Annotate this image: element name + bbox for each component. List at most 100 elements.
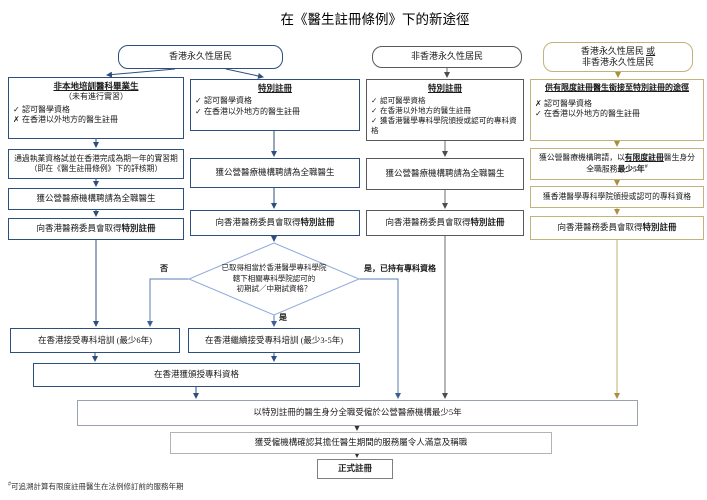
check-text: 認可醫學資格: [204, 96, 252, 106]
box-title: 供有限度註冊醫生銜接至特別註冊的途徑: [545, 83, 689, 92]
check-icon: ✓: [195, 96, 202, 106]
check-row: ✓在香港以外地方的醫生註冊: [371, 106, 519, 116]
page-title: 在《醫生註冊條例》下的新途徑: [280, 12, 470, 27]
check-text: 在香港以外地方的醫生註冊: [22, 115, 118, 125]
step-text-line1: 獲公營醫療機構聘請，以有限度註冊醫生身分: [539, 153, 695, 163]
header-line1-text: 香港永久性居民: [580, 45, 647, 56]
box-licensing-exam-internship: 通過執業資格試並在香港完成為期一年的實習期 （即在《醫生註冊條例》下的評核期）: [8, 149, 184, 179]
box-special-registration-pathway-col2: 特別註冊 ✓認可醫學資格 ✓在香港以外地方的醫生註冊: [190, 79, 360, 131]
check-row: ✓認可醫學資格: [13, 105, 179, 116]
step-text-pre: 向香港醫務委員會取得: [36, 223, 122, 234]
step-text-bold: 特別註冊: [121, 223, 156, 234]
footnote: #可追溯計算有限度註冊醫生在法例修訂前的服務年期: [8, 481, 184, 492]
header-or-text: 或: [646, 45, 656, 56]
qualification-list: ✓認可醫學資格 ✓在香港以外地方的醫生註冊: [195, 96, 355, 117]
step-text-mid: 醫生身分: [663, 153, 695, 163]
check-text: 認可醫學資格: [544, 98, 592, 108]
check-row: ✓認可醫學資格: [371, 96, 519, 106]
box-employed-fulltime-col3: 獲公營醫療機構聘請為全職醫生: [366, 158, 524, 190]
check-row: ✓在香港以外地方的醫生註冊: [535, 109, 699, 120]
box-special-registration-col1: 向香港醫務委員會取得特別註冊: [8, 218, 184, 240]
decision-line2: 轄下相關專科學院認可的: [232, 273, 316, 283]
box-title: 非本地培訓醫科畢業生: [53, 81, 139, 91]
step-text-bold: 特別註冊: [470, 217, 505, 228]
step-text: 向香港醫務委員會取得特別註冊: [557, 222, 676, 233]
header-label: 非香港永久性居民: [410, 51, 483, 62]
header-non-hk-permanent-resident: 非香港永久性居民: [372, 46, 522, 68]
step-text: 獲香港醫學專科學院頒授或認可的專科資格: [542, 191, 692, 201]
check-row: ✓在香港以外地方的醫生註冊: [195, 107, 355, 118]
check-text: 獲香港醫學專科學院頒授或認可的專科資格: [371, 116, 517, 136]
footnote-marker: #: [644, 163, 648, 170]
box-limited-registration-service: 獲公營醫療機構聘請，以有限度註冊醫生身分 全職服務最少5年#: [530, 148, 704, 180]
box-nonlocal-graduate: 非本地培訓醫科畢業生 （未有進行實習） ✓認可醫學資格 ✗在香港以外地方的醫生註…: [8, 77, 184, 139]
step-text: 以特別註冊的醫生身分全職受僱於公營醫療機構最少5年: [253, 407, 462, 418]
box-specialist-training-6y: 在香港接受專科培訓 (最少6年): [10, 328, 180, 353]
header-line2: 非香港永久性居民: [581, 57, 654, 67]
box-employer-confirmation: 獲受僱機構確認其擔任醫生期間的服務屬令人滿意及稱職: [170, 432, 552, 454]
check-text: 認可醫學資格: [22, 104, 70, 114]
check-icon: ✓: [195, 106, 202, 116]
qualification-list: ✓認可醫學資格 ✓在香港以外地方的醫生註冊 ✓獲香港醫學專科學院頒授或認可的專科…: [371, 96, 519, 136]
decision-line1: 已取得相當於香港醫學專科學院: [221, 263, 327, 272]
box-full-registration: 正式註冊: [317, 459, 393, 479]
header-label: 香港永久性居民: [168, 51, 232, 62]
step-text-line2: 全職服務最少5年#: [586, 164, 647, 175]
check-icon: ✓: [371, 96, 378, 106]
step-text-bold-underline: 有限度註冊: [624, 153, 664, 163]
check-icon: ✓: [371, 116, 378, 126]
check-row: ✓認可醫學資格: [195, 96, 355, 107]
check-text: 在香港以外地方的醫生註冊: [380, 106, 472, 116]
check-row: ✓獲香港醫學專科學院頒授或認可的專科資格: [371, 116, 519, 136]
decision-question: 已取得相當於香港醫學專科學院 轄下相關專科學院認可的 初期試／中期試資格？: [194, 263, 354, 295]
box-special-registration-col2: 向香港醫務委員會取得特別註冊: [190, 210, 360, 236]
label-no: 否: [160, 264, 168, 273]
qualification-list: ✗認可醫學資格 ✓在香港以外地方的醫生註冊: [535, 99, 699, 120]
cross-icon: ✗: [13, 115, 20, 125]
box-employed-fulltime-col1: 獲公營醫療機構聘請為全職醫生: [8, 188, 184, 210]
header-hk-or-non-hk-resident: 香港永久性居民 或 非香港永久性居民: [543, 42, 693, 72]
check-icon: ✓: [535, 109, 542, 119]
decision-line3: 初期試／中期試資格？: [236, 284, 312, 293]
step-text-pre2: 全職服務: [586, 164, 618, 174]
step-text: 獲受僱機構確認其擔任醫生期間的服務屬令人滿意及稱職: [254, 437, 468, 448]
box-employed-5-years: 以特別註冊的醫生身分全職受僱於公營醫療機構最少5年: [77, 400, 638, 426]
check-icon: ✓: [13, 104, 20, 114]
footnote-text: 可追溯計算有限度註冊醫生在法例修訂前的服務年期: [11, 482, 184, 491]
arrow-decision-specialist: [359, 278, 401, 399]
step-text-bold: 特別註冊: [642, 222, 677, 233]
box-academy-qualification-col4: 獲香港醫學專科學院頒授或認可的專科資格: [530, 186, 704, 208]
step-text-bold: 特別註冊: [300, 217, 335, 228]
step-text-pre: 獲公營醫療機構聘請，以: [539, 153, 625, 163]
arrow-h1-to-b2: [225, 68, 264, 79]
step-text-pre: 向香港醫務委員會取得: [557, 222, 643, 233]
qualification-list: ✓認可醫學資格 ✗在香港以外地方的醫生註冊: [13, 105, 179, 126]
label-yes: 是: [279, 313, 287, 322]
step-text: 向香港醫務委員會取得特別註冊: [36, 223, 155, 234]
box-title: 特別註冊: [427, 83, 462, 93]
check-text: 在香港以外地方的醫生註冊: [544, 109, 640, 119]
step-text: 在香港繼續接受專科培訓 (最少3-5年): [204, 334, 344, 345]
step-text: 向香港醫務委員會取得特別註冊: [215, 217, 334, 228]
box-limited-registration-pathway: 供有限度註冊醫生銜接至特別註冊的途徑 ✗認可醫學資格 ✓在香港以外地方的醫生註冊: [530, 79, 704, 141]
box-special-registration-pathway-col3: 特別註冊 ✓認可醫學資格 ✓在香港以外地方的醫生註冊 ✓獲香港醫學專科學院頒授或…: [366, 79, 524, 141]
check-text: 認可醫學資格: [380, 96, 426, 106]
decision-diamond: [187, 242, 361, 316]
step-text-line1: 通過執業資格試並在香港完成為期一年的實習期: [14, 153, 178, 163]
check-row: ✗認可醫學資格: [535, 99, 699, 110]
label-yes-specialist: 是，已持有專科資格: [364, 264, 436, 273]
arrow-h1-to-b1: [106, 68, 176, 78]
step-text-pre: 向香港醫務委員會取得: [385, 217, 471, 228]
footnote-marker: #: [8, 481, 11, 488]
cross-icon: ✗: [535, 98, 542, 108]
step-text: 正式註冊: [337, 463, 372, 474]
step-text-pre: 向香港醫務委員會取得: [215, 217, 301, 228]
header-hk-permanent-resident: 香港永久性居民: [118, 45, 283, 69]
check-row: ✗在香港以外地方的醫生註冊: [13, 115, 179, 126]
step-text-line2: （即在《醫生註冊條例》下的評核期）: [29, 164, 163, 173]
check-text: 在香港以外地方的醫生註冊: [204, 106, 300, 116]
box-specialist-qualification-hk: 在香港獲頒授專科資格: [33, 363, 360, 387]
check-icon: ✓: [371, 106, 378, 116]
arrow-decision-no: [147, 278, 189, 327]
